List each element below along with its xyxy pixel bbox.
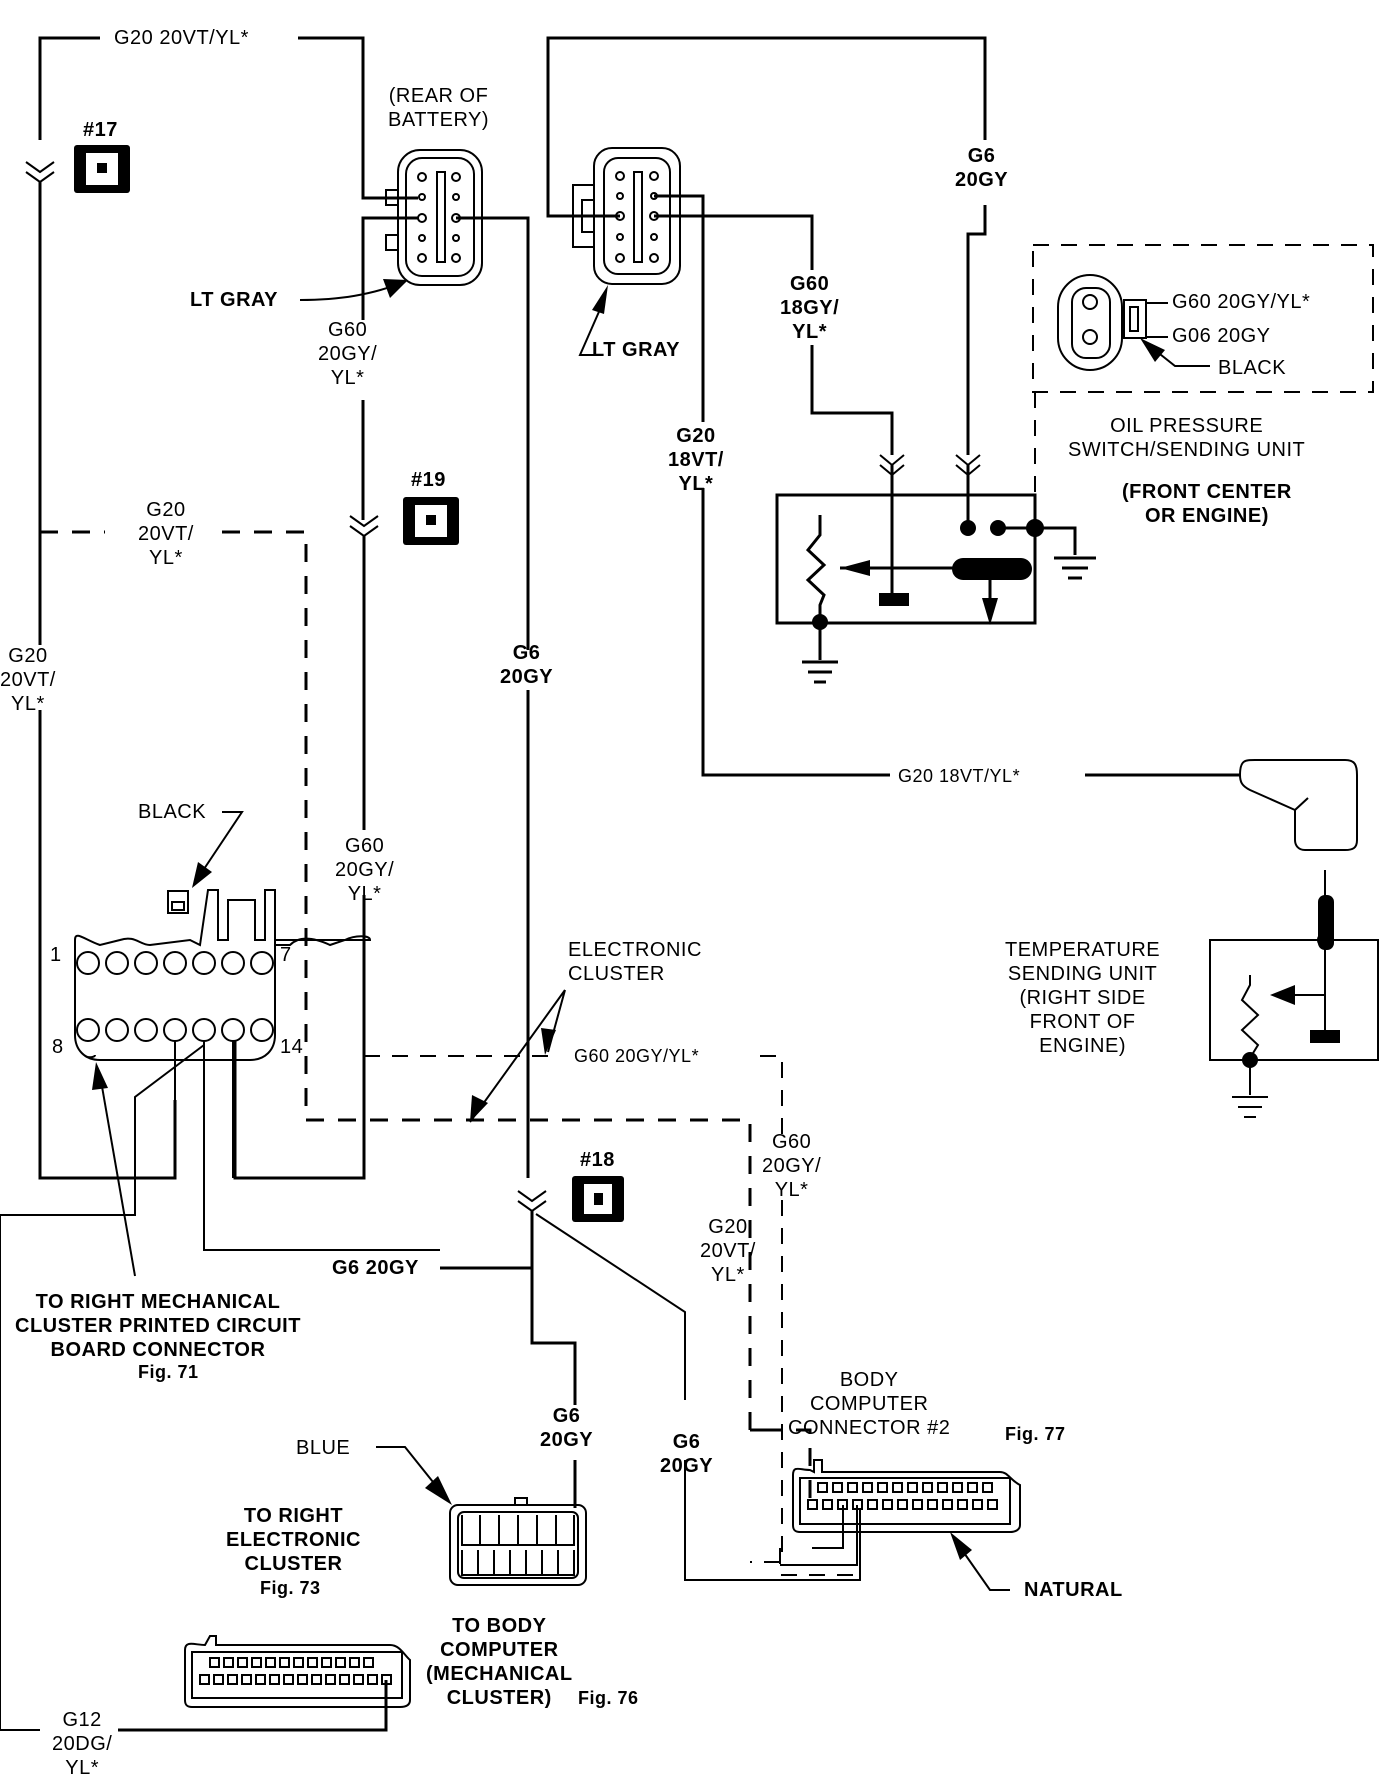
wire-g6-top-right — [546, 36, 987, 455]
oil-pressure-title: OIL PRESSURE SWITCH/SENDING UNIT — [1068, 415, 1306, 461]
wire-label-g20-dashed: G20 20VT/ YL* — [138, 499, 194, 569]
cluster-pins — [76, 951, 274, 1042]
black-label-cluster: BLACK — [138, 801, 207, 823]
wire-label-g20-top: G20 20VT/YL* — [108, 26, 255, 50]
splice-17-label: #17 — [83, 119, 118, 141]
oil-pressure-connector — [1057, 274, 1147, 371]
wire-label-g6-to-blue: G6 20GY — [540, 1405, 594, 1451]
elec-cluster-fig: Fig. 73 — [260, 1578, 321, 1598]
oil-wire-a: G60 20GY/YL* — [1172, 291, 1311, 313]
body-computer-connector-2-label: BODY COMPUTER CONNECTOR #2 — [788, 1369, 951, 1439]
wire-g20-dashed-upper — [40, 530, 812, 1510]
oil-pressure-callout-box — [1032, 244, 1374, 495]
splice-18-chevron — [517, 1190, 547, 1213]
wire-label-g6-top-right: G6 20GY — [955, 145, 1009, 191]
wire-label-g20-dashed-lower: G20 20VT/ YL* — [700, 1216, 756, 1286]
elec-cluster-destination: TO RIGHT ELECTRONIC CLUSTER — [226, 1505, 361, 1575]
cluster-pin-wires — [0, 1041, 440, 1731]
wire-label-g6-to-body: G6 20GY — [660, 1431, 714, 1477]
rear-battery-label: (REAR OF BATTERY) — [388, 85, 490, 131]
body-computer-connector-2 — [792, 1459, 1021, 1533]
oil-connector-color: BLACK — [1218, 357, 1287, 379]
lt-gray-arrow-2 — [578, 297, 606, 356]
oil-wire-b: G06 20GY — [1172, 325, 1271, 347]
black-arrow-cluster — [199, 811, 244, 876]
wire-label-g20-18-horizontal: G20 18VT/YL* — [898, 766, 1021, 786]
oil-pressure-location: (FRONT CENTER OR ENGINE) — [1122, 481, 1292, 527]
blue-label: BLUE — [296, 1437, 351, 1459]
pin-label-8: 8 — [52, 1036, 64, 1058]
mech-cluster-pointer — [99, 1074, 136, 1277]
wire-label-g60-battery: G60 20GY/ YL* — [318, 319, 378, 389]
wire-g60-battery — [361, 216, 418, 520]
electronic-cluster-label: ELECTRONIC CLUSTER — [568, 939, 702, 985]
wire-g60-dashed — [364, 1055, 783, 1563]
lt-gray-label-1: LT GRAY — [190, 289, 278, 311]
temp-sensor-plug — [1239, 759, 1358, 851]
wire-g60-18 — [654, 214, 894, 455]
wire-label-g6-center: G6 20GY — [500, 642, 554, 688]
body-computer-mech-connector — [184, 1635, 411, 1708]
natural-label: NATURAL — [1024, 1579, 1123, 1601]
mech-cluster-fig: Fig. 71 — [138, 1362, 199, 1382]
mech-cluster-destination: TO RIGHT MECHANICAL CLUSTER PRINTED CIRC… — [15, 1291, 301, 1361]
blue-arrow — [376, 1446, 446, 1498]
wire-label-g60-dashed-right: G60 20GY/ YL* — [762, 1131, 822, 1201]
temperature-sender-title: TEMPERATURE SENDING UNIT (RIGHT SIDE FRO… — [1005, 939, 1161, 1057]
lt-gray-label-2: LT GRAY — [592, 339, 680, 361]
wire-label-g12: G12 20DG/ YL* — [52, 1709, 113, 1779]
temperature-sender-schematic — [1209, 870, 1379, 1118]
body-computer-mech-fig: Fig. 76 — [578, 1688, 639, 1708]
splice-17-chevron — [25, 161, 55, 184]
wire-g20-18 — [654, 194, 1240, 777]
blue-connector — [449, 1497, 587, 1586]
wire-g12 — [118, 1680, 388, 1732]
wire-label-g60-dashed-horizontal: G60 20GY/YL* — [574, 1046, 700, 1066]
pin-label-7: 7 — [280, 944, 292, 966]
oil-sender-schematic — [775, 454, 1096, 684]
body-computer-mech-destination: TO BODY COMPUTER (MECHANICAL CLUSTER) — [426, 1615, 573, 1709]
pin-label-1: 1 — [50, 944, 62, 966]
wire-g20-top — [38, 36, 418, 200]
wire-g6-battery — [456, 216, 530, 1178]
wire-label-g6-horizontal: G6 20GY — [332, 1257, 419, 1279]
wire-label-g60-mid-lower: G60 20GY/ YL* — [335, 835, 395, 905]
splice-19-label: #19 — [411, 469, 446, 491]
body-computer-connector-2-fig: Fig. 77 — [1005, 1424, 1066, 1444]
pin-label-14: 14 — [280, 1036, 304, 1058]
wire-label-g60-18: G60 18GY/ YL* — [780, 273, 840, 343]
natural-arrow — [954, 1539, 1010, 1591]
wire-label-g20-18-vertical: G20 18VT/ YL* — [668, 425, 724, 495]
splice-18-label: #18 — [580, 1149, 615, 1171]
wire-label-g20-left: G20 20VT/ YL* — [0, 645, 56, 715]
